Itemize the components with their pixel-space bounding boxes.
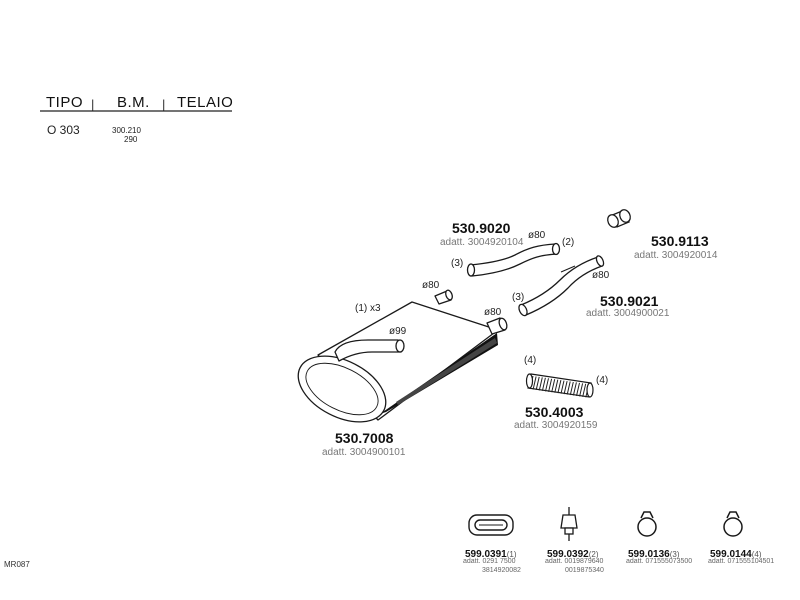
clamp-ring-599-0144 <box>723 511 743 537</box>
diameter-label: ø99 <box>389 326 407 337</box>
accessory-number: 599.0391 <box>465 549 507 560</box>
accessory-adatt: 3814920082 <box>482 567 521 574</box>
header-tipo: TIPO <box>46 94 84 111</box>
pipe-530-9020 <box>466 242 561 277</box>
accessory-adatt: adatt. 071555073500 <box>626 558 693 565</box>
part-adatt-530-9021: adatt. 3004900021 <box>586 308 670 319</box>
header-bm: B.M. <box>117 94 150 111</box>
accessory-0392: 599.0392(2) <box>547 544 599 562</box>
part-number-530-9113: 530.9113 <box>651 233 709 249</box>
accessory-0136: 599.0136(3) <box>628 544 680 562</box>
accessory-number: 599.0144 <box>710 549 752 560</box>
accessory-qty: (2) <box>588 550 599 559</box>
accessory-qty: (1) <box>506 550 517 559</box>
part-adatt-530-4003: adatt. 3004920159 <box>514 420 598 431</box>
header-telaio: TELAIO <box>177 94 234 111</box>
header-separator: | <box>91 97 95 112</box>
accessory-adatt: adatt. 071555104501 <box>708 558 775 565</box>
clamp-ring-599-0136 <box>637 511 657 537</box>
accessory-number: 599.0136 <box>628 549 670 560</box>
row-bm-value-1: 300.210 <box>112 126 141 135</box>
part-adatt-530-7008: adatt. 3004900101 <box>322 447 406 458</box>
flex-pipe-530-4003 <box>525 373 594 398</box>
accessory-0144: 599.0144(4) <box>710 544 762 562</box>
accessory-number: 599.0392 <box>547 549 589 560</box>
part-number-530-7008: 530.7008 <box>335 430 394 446</box>
hanger-599-0392 <box>560 507 578 541</box>
accessory-0391: 599.0391(1) <box>465 544 517 562</box>
accessory-qty: (4) <box>751 550 762 559</box>
callout-3: (3) <box>512 292 525 303</box>
part-adatt-530-9020: adatt. 3004920104 <box>440 237 524 248</box>
diameter-label: ø80 <box>422 280 440 291</box>
muffler-530-7008 <box>297 289 508 423</box>
clamp-599-0391 <box>468 514 514 536</box>
accessory-adatt: adatt. 0291 7500 <box>463 558 516 565</box>
row-tipo-value: O 303 <box>47 123 80 137</box>
drawing-code: MR087 <box>4 560 30 569</box>
part-number-530-4003: 530.4003 <box>525 404 584 420</box>
diameter-label: ø80 <box>528 230 546 241</box>
pipe-530-9021 <box>518 255 605 317</box>
callout-2: (2) <box>562 237 575 248</box>
accessory-qty: (3) <box>669 550 680 559</box>
part-number-530-9020: 530.9020 <box>452 220 511 236</box>
callout-3: (3) <box>451 258 464 269</box>
callout-4: (4) <box>596 375 609 386</box>
callout-1: (1) x3 <box>355 303 381 314</box>
header-separator: | <box>162 97 166 112</box>
cap-530-9113 <box>607 209 631 228</box>
accessory-adatt: 0019875340 <box>565 567 604 574</box>
row-bm-value-2: 290 <box>124 135 138 144</box>
diameter-label: ø80 <box>592 270 610 281</box>
accessory-adatt: adatt. 0019879640 <box>545 558 604 565</box>
diameter-label: ø80 <box>484 307 502 318</box>
part-number-530-9021: 530.9021 <box>600 293 659 309</box>
callout-4: (4) <box>524 355 537 366</box>
part-adatt-530-9113: adatt. 3004920014 <box>634 250 718 261</box>
